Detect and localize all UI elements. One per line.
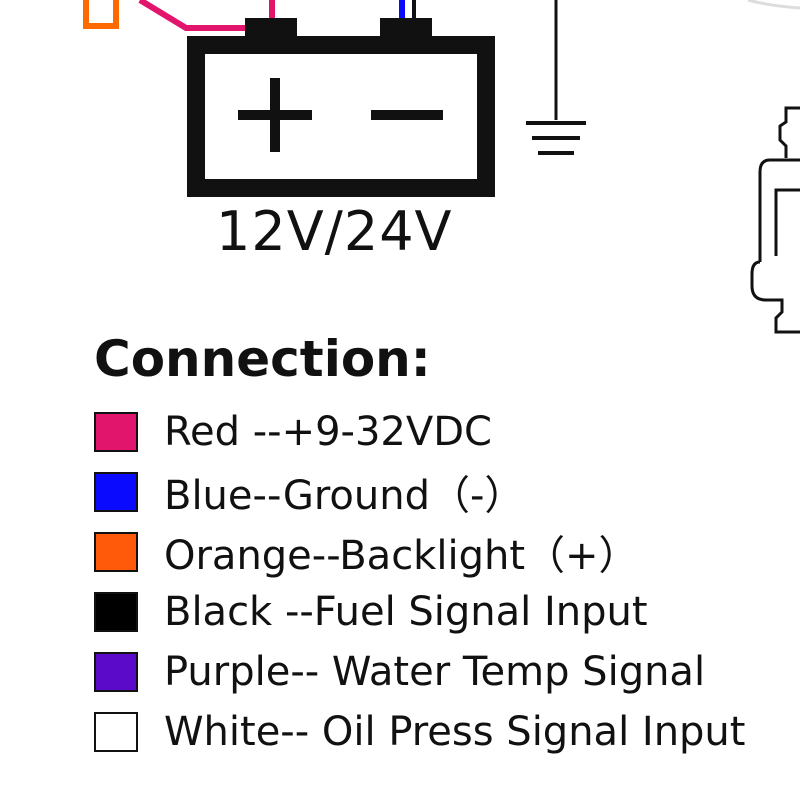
ground-icon	[526, 0, 586, 155]
white-swatch	[94, 712, 138, 752]
legend-text-purple: Purple-- Water Temp Signal	[164, 649, 706, 695]
gauge-outline-arc	[747, 0, 800, 10]
legend-text-white: White-- Oil Press Signal Input	[164, 709, 746, 755]
battery-icon	[187, 18, 495, 197]
red-swatch	[94, 412, 138, 452]
connection-heading: Connection:	[94, 330, 431, 388]
legend-text-black: Black --Fuel Signal Input	[164, 589, 648, 635]
connection-legend: Red --+9-32VDC Blue--Ground（-） Orange--B…	[94, 402, 800, 762]
legend-item-blue: Blue--Ground（-）	[94, 462, 800, 522]
sensor-icon	[750, 106, 800, 334]
black-swatch	[94, 592, 138, 632]
legend-text-orange: Orange--Backlight（+）	[164, 533, 639, 579]
blue-swatch	[94, 472, 138, 512]
legend-text-blue: Blue--Ground（-）	[164, 473, 525, 519]
purple-swatch	[94, 652, 138, 692]
legend-text-red: Red --+9-32VDC	[164, 409, 492, 455]
legend-item-orange: Orange--Backlight（+）	[94, 522, 800, 582]
legend-item-purple: Purple-- Water Temp Signal	[94, 642, 800, 702]
legend-item-black: Black --Fuel Signal Input	[94, 582, 800, 642]
minus-sign	[371, 110, 443, 120]
legend-item-red: Red --+9-32VDC	[94, 402, 800, 462]
plus-sign-v	[270, 78, 280, 152]
orange-swatch	[94, 532, 138, 572]
orange-wire	[83, 0, 119, 29]
red-wire	[138, 0, 275, 31]
legend-item-white: White-- Oil Press Signal Input	[94, 702, 800, 762]
battery-voltage-label: 12V/24V	[216, 200, 453, 263]
